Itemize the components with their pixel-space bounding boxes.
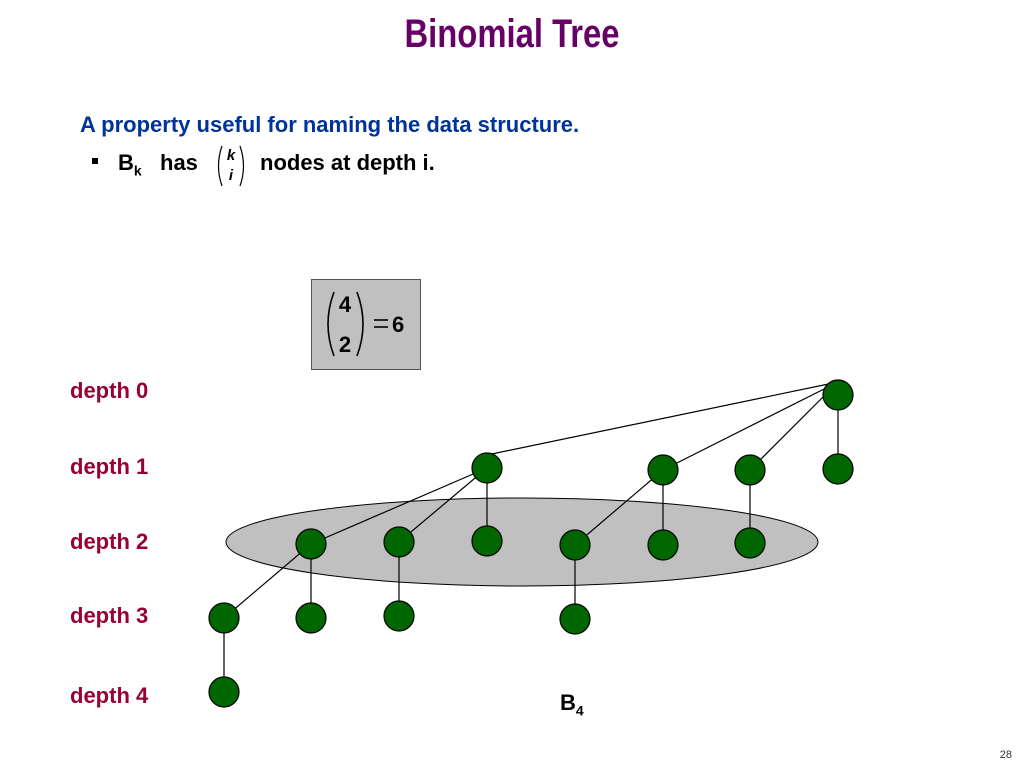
edge [310,467,488,545]
edge [574,469,664,546]
tree-node [734,454,766,486]
tree-node [647,454,679,486]
equals-sign [374,319,388,328]
binomial-k-i: k i [217,145,245,187]
edge [486,381,839,456]
tree-node [559,529,591,561]
depth-2-highlight-ellipse [225,497,819,587]
nodes-at-depth-text: nodes at depth i. [260,150,435,175]
example-result: 6 [392,312,404,337]
page-number: 28 [999,749,1012,761]
tree-node [208,676,240,708]
tree-nodes [208,379,854,708]
tree-node [734,527,766,559]
tree-node [295,528,327,560]
edge [662,381,839,471]
tree-node [822,379,854,411]
tree-node [383,526,415,558]
example-bottom: 2 [339,332,351,357]
binomial-example-box: 4 2 6 [311,279,421,370]
tree-node [383,600,415,632]
tree-node [208,602,240,634]
binomial-example: 4 2 6 [327,291,404,357]
binom-bottom: i [229,167,234,184]
subtitle: A property useful for naming the data st… [80,112,580,137]
bullet-property: Bk has k i nodes at depth i. [92,145,592,196]
tree-node [822,453,854,485]
depth-label-1: depth 1 [70,454,149,479]
depth-label-2: depth 2 [70,529,149,554]
tree-node [647,529,679,561]
slide-title: Binomial Tree [404,12,620,56]
edge [398,467,488,543]
tree-node [559,603,591,635]
b-k-symbol: Bk [118,150,142,179]
binom-top: k [227,147,236,164]
tree-node [471,452,503,484]
tree-label-b4: B4 [560,690,584,719]
depth-label-3: depth 3 [70,603,149,628]
depth-label-4: depth 4 [70,683,149,708]
has-text: has [160,150,198,175]
depth-label-0: depth 0 [70,378,149,403]
edge [223,543,312,619]
tree-node [295,602,327,634]
example-top: 4 [339,292,352,317]
tree-node [471,525,503,557]
bullet-square-icon [92,158,98,164]
